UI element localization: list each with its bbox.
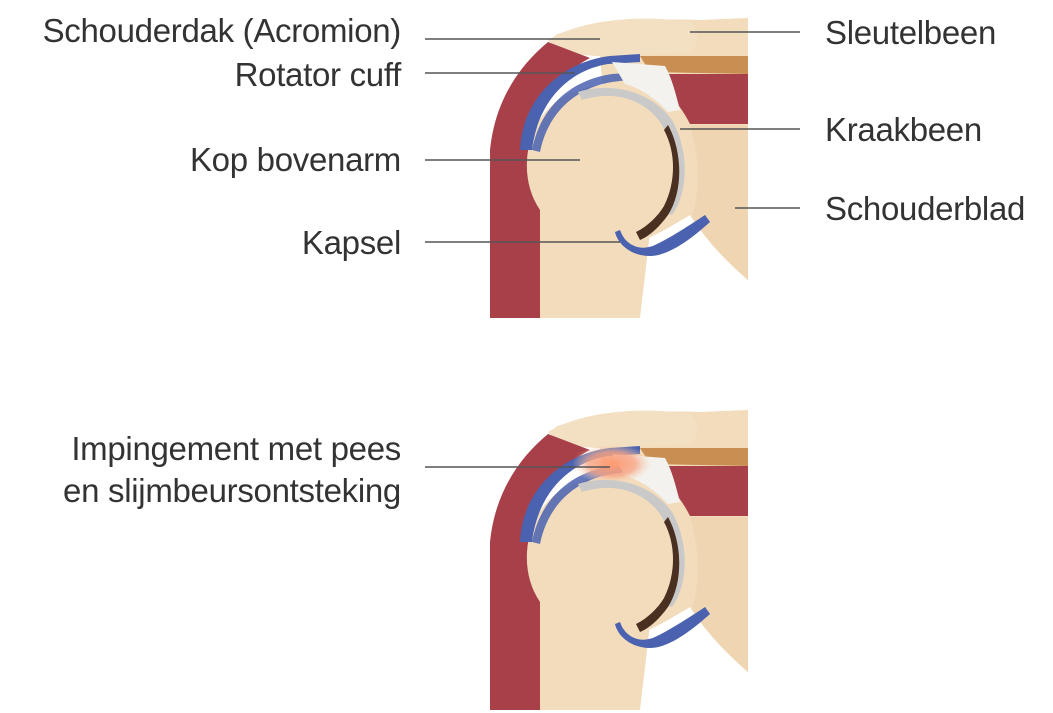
label-impingement-line1: Impingement met pees — [71, 430, 401, 467]
bottom-shoulder-illustration — [490, 410, 748, 710]
acromion-shape — [548, 19, 698, 56]
bottom-labels: Impingement met pees en slijmbeursontste… — [63, 430, 401, 509]
label-acromion: Schouderdak (Acromion) — [43, 12, 401, 49]
label-clavicle: Sleutelbeen — [825, 14, 996, 51]
inflammation-spot — [572, 444, 652, 484]
scapula-shade-2 — [690, 517, 748, 672]
label-capsule: Kapsel — [302, 224, 401, 261]
acromion-shape-2 — [548, 411, 698, 448]
label-scapula: Schouderblad — [825, 190, 1025, 227]
label-rotator-cuff: Rotator cuff — [235, 56, 403, 93]
scapula-shade — [690, 125, 748, 280]
label-humeral-head: Kop bovenarm — [190, 141, 401, 178]
label-coracoid: Kraakbeen — [825, 111, 982, 148]
top-shoulder-illustration — [490, 18, 748, 318]
label-impingement-line2: en slijmbeursontsteking — [63, 472, 401, 509]
